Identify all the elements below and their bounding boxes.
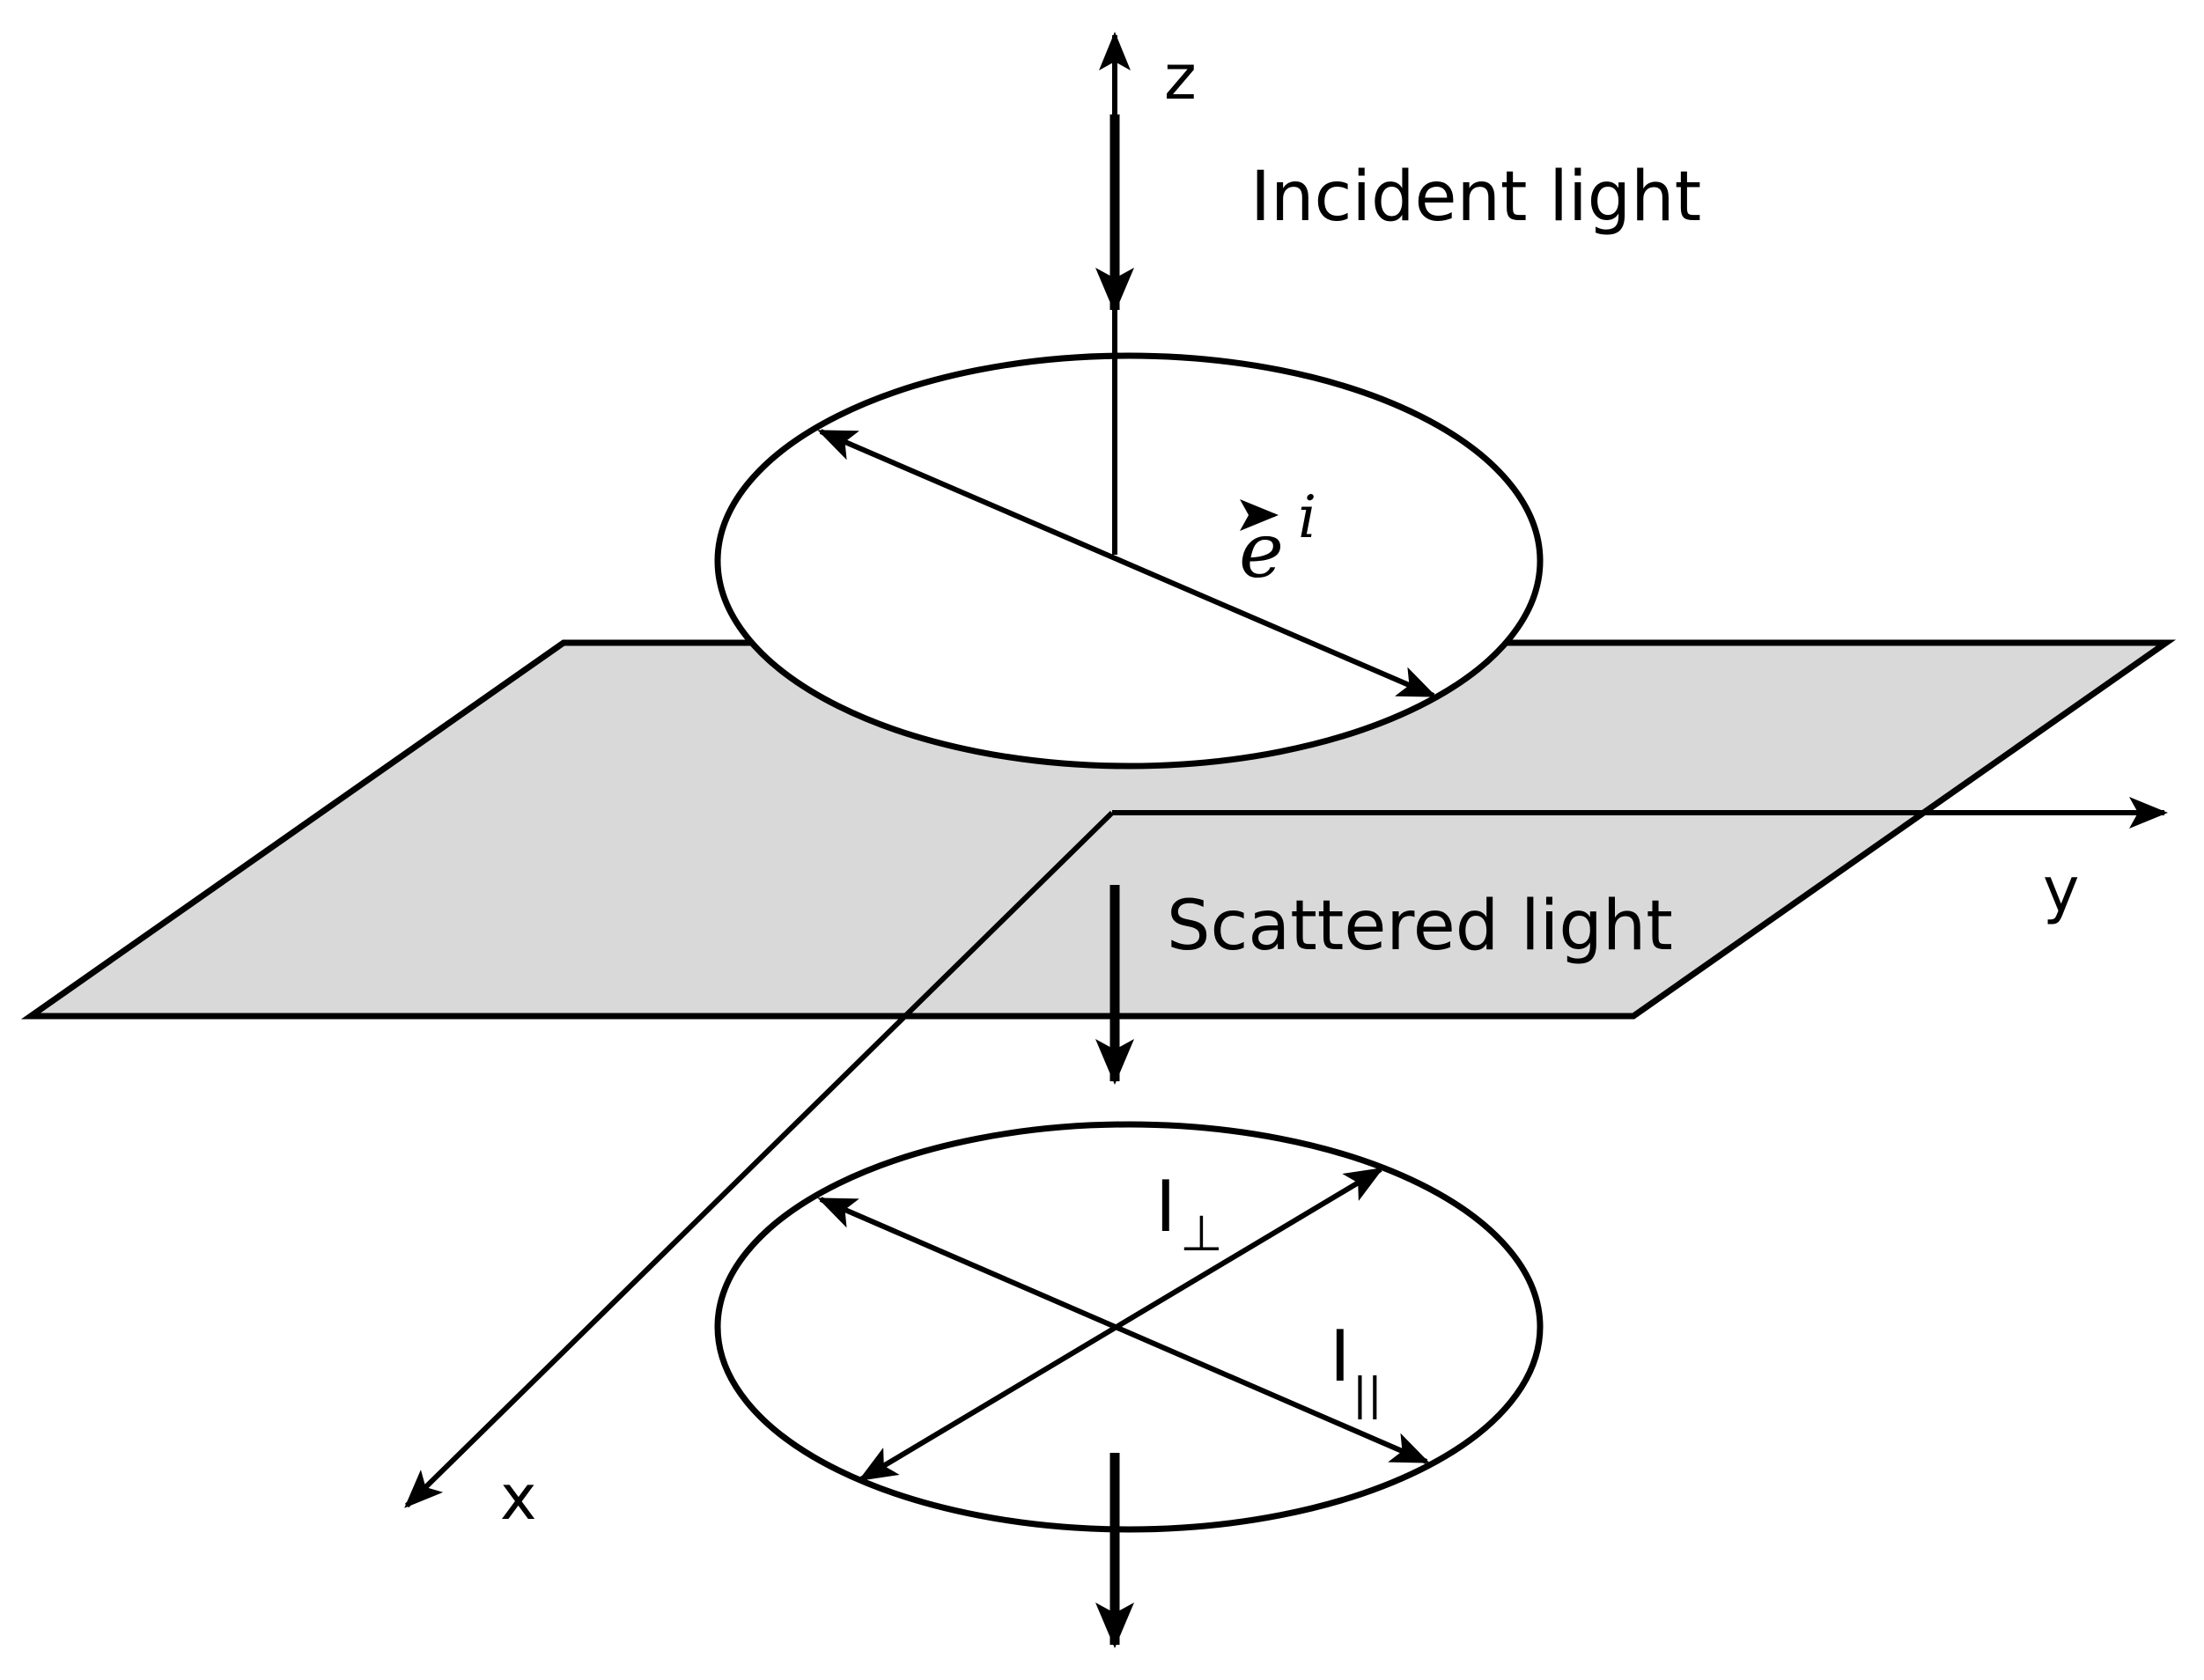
i-perpendicular-double-arrow [858, 1167, 1384, 1482]
x-axis [404, 810, 1115, 1508]
i-perp-subscript: ⊥ [1180, 1205, 1223, 1263]
i-par-symbol: I [1330, 1315, 1351, 1397]
e-vector-symbol: e [1239, 507, 1284, 595]
e-vector-double-arrow [817, 429, 1437, 698]
incident-polarization-ellipse [714, 352, 1544, 770]
incident-light-label: Incident light [1250, 158, 1701, 237]
x-axis-label: x [500, 1462, 536, 1534]
scattered-light-label: Scattered light [1167, 887, 1673, 966]
i-par-subscript: || [1353, 1368, 1382, 1419]
i-perp-symbol: I [1155, 1166, 1176, 1248]
e-vector-superscript: i [1298, 483, 1316, 551]
z-axis-label: z [1164, 41, 1197, 114]
y-axis-label: y [2043, 854, 2079, 926]
e-vector-label: e i [1239, 483, 1316, 595]
scattered-polarization-ellipse [714, 1121, 1544, 1533]
i-parallel-label: I || [1330, 1315, 1382, 1419]
i-perpendicular-label: I ⊥ [1155, 1166, 1223, 1263]
